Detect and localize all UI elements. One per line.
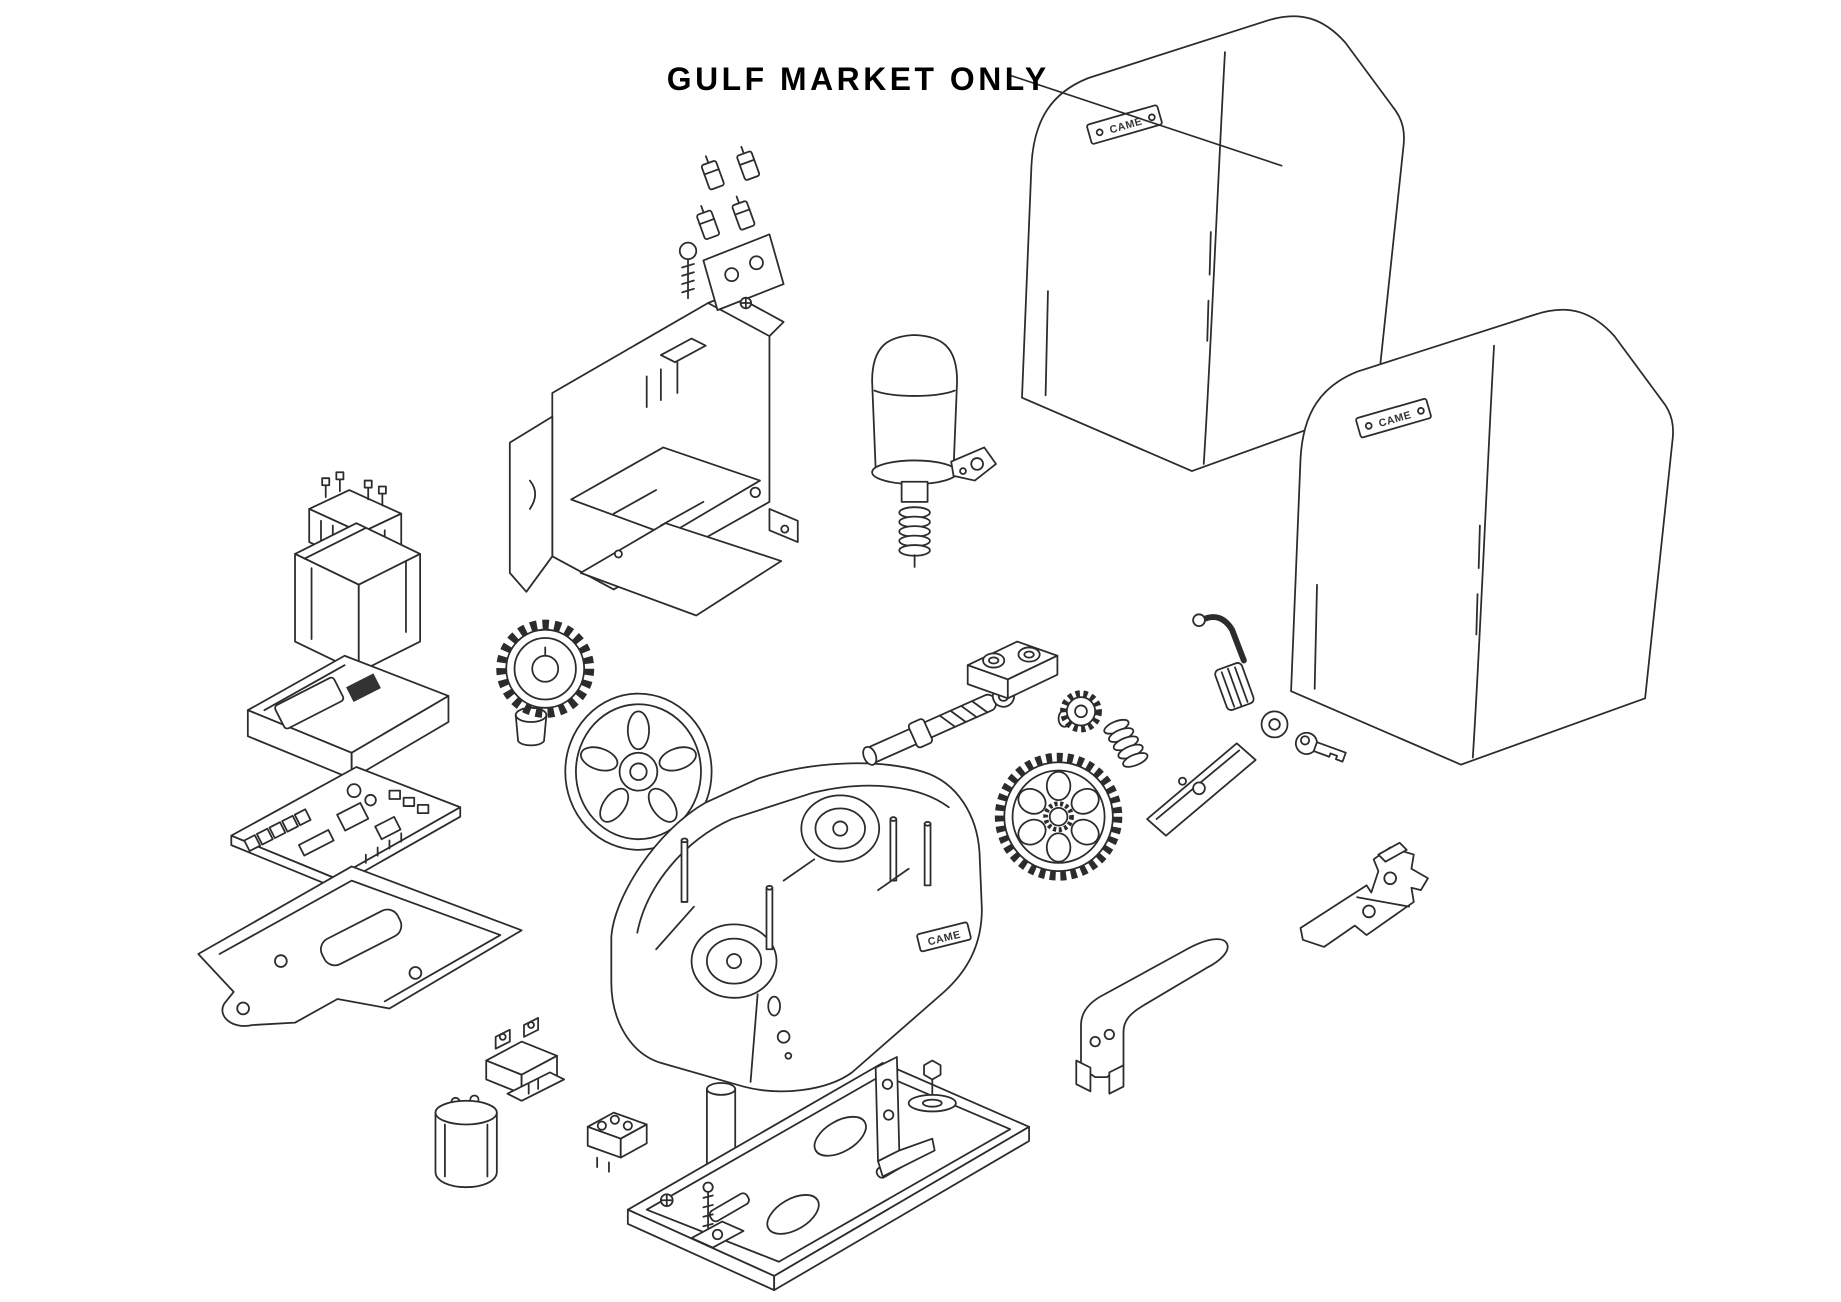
gulf-market-label: GULF MARKET ONLY [667,61,1050,97]
terminal-clips-part [696,145,761,240]
terminal-block-part [586,1111,648,1173]
coupling-block-part [966,640,1059,700]
pinion-gear-part [496,619,595,747]
drive-shaft-part [862,684,1015,766]
transformer-part [294,471,422,674]
release-door-part [1146,742,1257,837]
base-plate-assembly-part [626,1056,1030,1292]
release-bracket-assembly-part [508,292,799,617]
control-board-cover-part [246,654,450,780]
cover-gulf-market-part: CAME [1021,15,1405,472]
mounting-bracket-lower-part [1075,938,1229,1095]
gearbox-body-part: CAME [610,762,983,1093]
control-board-part [230,766,462,889]
chassis-plate-part [197,865,523,1027]
drive-gear-part [994,752,1123,881]
capacitor-part [434,1094,498,1189]
idler-wheel-part [564,692,713,851]
mounting-bracket-upper-part [1299,841,1429,948]
limit-switch-part [485,1017,565,1102]
bushing-part [1260,710,1289,739]
anchor-bolt [907,1059,957,1113]
gulf-market-leader-line [1010,74,1283,167]
worm-gear-part [1057,690,1102,733]
spring-part [1103,718,1149,768]
release-latch-part [678,233,785,312]
release-key-part [1294,731,1347,763]
release-lever-part [1192,613,1255,711]
motor-part [871,334,958,568]
anchor-bracket [874,1056,936,1178]
motor-flange-part [950,446,997,482]
threaded-stud [690,1181,745,1249]
cover-standard-part: CAME [1290,308,1674,766]
